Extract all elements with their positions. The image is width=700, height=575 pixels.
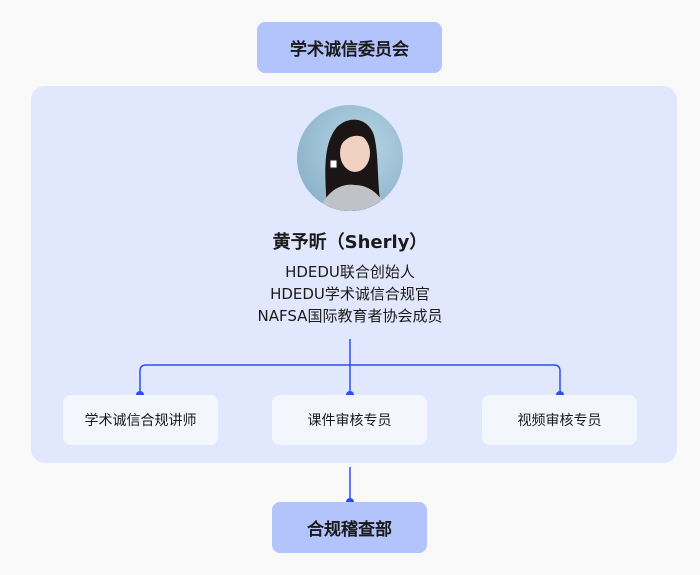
bottom-node-label: 合规稽查部 [307,520,392,540]
child-node-label: 学术诚信合规讲师 [84,413,197,429]
top-node-label: 学术诚信委员会 [290,40,409,60]
top-node-academic-integrity-committee: 学术诚信委员会 [257,22,442,73]
person-role: NAFSA国际教育者协会成员 [257,307,443,325]
person-role: HDEDU联合创始人 [285,263,415,281]
child-node: 视频审核专员 [482,395,637,445]
child-node-label: 课件审核专员 [307,413,392,429]
child-node: 课件审核专员 [272,395,427,445]
person-name: 黄予昕（Sherly） [272,232,428,253]
child-node-label: 视频审核专员 [517,413,602,429]
child-node: 学术诚信合规讲师 [63,395,218,445]
connector-line [139,364,561,395]
person-role: HDEDU学术诚信合规官 [270,285,430,303]
person-photo-icon [319,119,387,211]
bottom-node-compliance-audit: 合规稽查部 [272,502,427,553]
avatar [297,105,403,211]
